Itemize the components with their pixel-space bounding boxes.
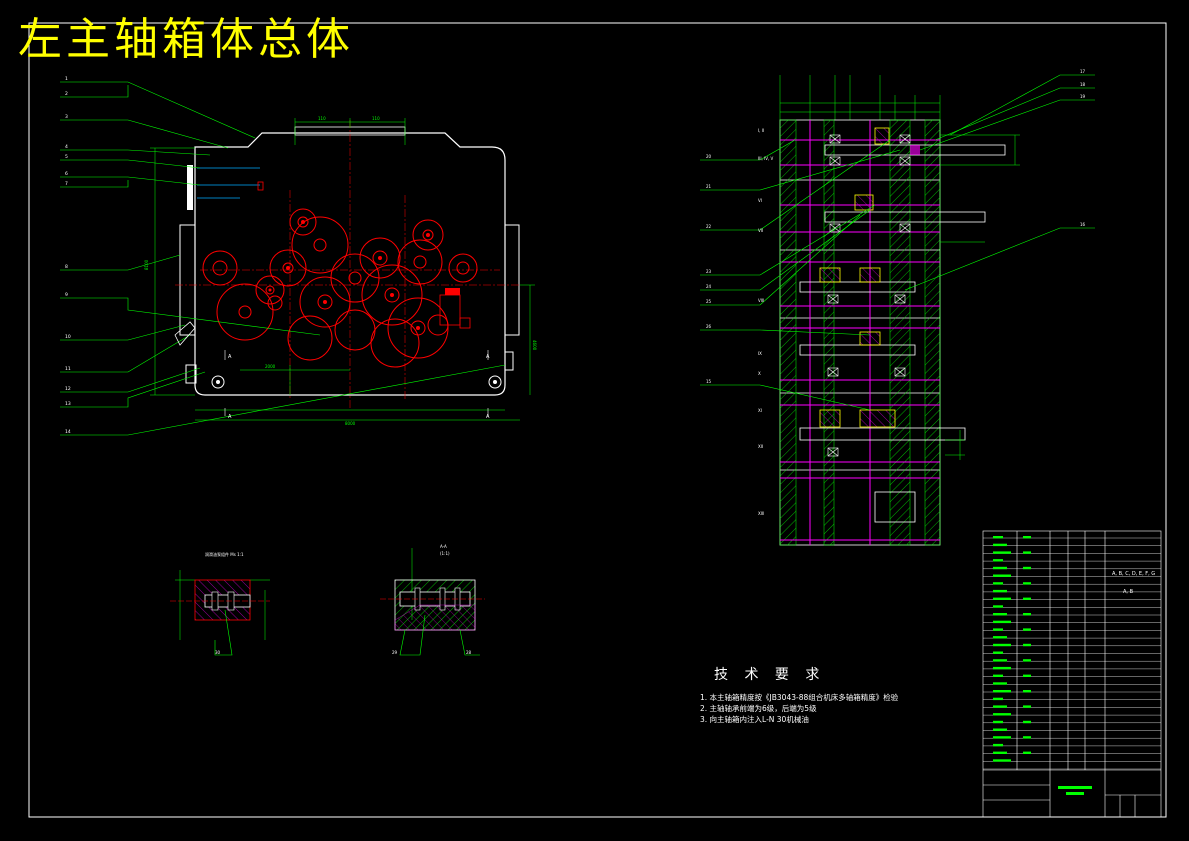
svg-text:4600: 4600 [532,340,537,351]
leader-lines [60,81,506,436]
lube-lines [197,167,260,199]
bolt-hole-right [488,375,502,389]
svg-text:14: 14 [65,429,71,435]
tech-line: 3. 向主轴箱内注入L-N 30机械油 [700,715,809,724]
title-block [982,530,1162,818]
section-leaders [700,74,1095,411]
svg-text:IX: IX [758,351,762,356]
svg-text:8000: 8000 [345,421,356,426]
svg-text:29: 29 [392,650,398,655]
svg-text:25: 25 [706,299,712,304]
svg-text:17: 17 [1080,69,1086,74]
svg-text:I, II: I, II [758,128,764,133]
svg-text:3: 3 [65,114,68,120]
svg-text:A: A [228,414,232,420]
svg-text:22: 22 [706,224,712,229]
titleblock-note-2: A, B [1123,589,1134,595]
oil-gauge [187,165,193,210]
svg-text:A: A [228,354,232,360]
svg-text:16: 16 [1080,222,1086,227]
tech-line: 1. 本主轴箱精度按《JB3043-88组合机床多轴箱精度》检验 [700,693,899,702]
svg-text:13: 13 [65,401,71,407]
title-block-rows [983,537,1161,770]
drawing-title: 左主轴箱体总体 [18,14,354,65]
right-flange [504,224,520,336]
svg-text:2000: 2000 [265,364,276,369]
svg-text:110: 110 [372,116,380,121]
svg-text:VIII: VIII [758,298,764,303]
svg-text:18: 18 [1080,82,1086,87]
shaft-highlights [910,145,920,155]
main-dimensions [150,118,535,421]
section-gears [819,127,896,428]
svg-text:110: 110 [318,116,326,121]
svg-text:23: 23 [706,269,712,274]
detail-view-1: 30 润滑油泵组件 Ms 1:1 [170,551,270,656]
technical-requirements: 技 术 要 求 1. 本主轴箱精度按《JB3043-88组合机床多轴箱精度》检验… [700,664,898,725]
svg-text:10: 10 [65,334,71,340]
svg-text:6: 6 [65,171,68,177]
gear-hubs [268,220,430,330]
bolt-hole-left [211,375,225,389]
gear-train [202,208,478,368]
svg-text:12: 12 [65,386,71,392]
svg-text:A-A: A-A [440,544,447,549]
svg-text:8: 8 [65,264,68,270]
svg-text:III, IV, V: III, IV, V [758,156,774,161]
left-flange [179,224,196,336]
svg-text:XI: XI [758,408,762,413]
svg-text:A: A [486,414,490,420]
svg-text:VII: VII [758,228,763,233]
detail-view-2: 29 28 A-A (1:1) [380,544,485,656]
bearings [827,134,911,457]
tech-line: 2. 主轴轴承前端为6级，后端为5级 [700,704,817,713]
section-view: 17 18 19 20 21 22 23 24 25 26 15 16 I, II III, IV… [700,69,1095,546]
tech-heading: 技 术 要 求 [714,667,826,683]
svg-text:30: 30 [215,650,221,655]
svg-text:XIII: XIII [758,511,764,516]
svg-text:XII: XII [758,444,763,449]
right-foot [504,351,514,371]
svg-text:润滑油泵组件 Ms 1:1: 润滑油泵组件 Ms 1:1 [205,551,244,557]
svg-text:15: 15 [706,379,712,384]
housing-outline [194,132,506,396]
drawing-frame [28,22,1167,818]
titleblock-note-1: A, B, C, D, E, F, G [1112,571,1156,577]
svg-text:4: 4 [65,144,68,150]
svg-text:VI: VI [758,198,762,203]
svg-text:7: 7 [65,181,68,187]
svg-text:(1:1): (1:1) [440,551,450,556]
svg-text:20: 20 [706,154,712,159]
left-foot [185,364,197,384]
svg-text:24: 24 [706,284,712,289]
svg-text:21: 21 [706,184,712,189]
svg-text:2: 2 [65,91,68,97]
title-block-text [993,536,1092,795]
svg-text:19: 19 [1080,94,1086,99]
svg-text:5: 5 [65,154,68,160]
housing-hatch [779,119,941,546]
svg-text:26: 26 [706,324,712,329]
svg-text:1: 1 [65,76,68,82]
svg-text:X: X [758,371,761,376]
svg-text:28: 28 [466,650,472,655]
svg-text:11: 11 [65,366,71,372]
svg-text:9: 9 [65,292,68,298]
